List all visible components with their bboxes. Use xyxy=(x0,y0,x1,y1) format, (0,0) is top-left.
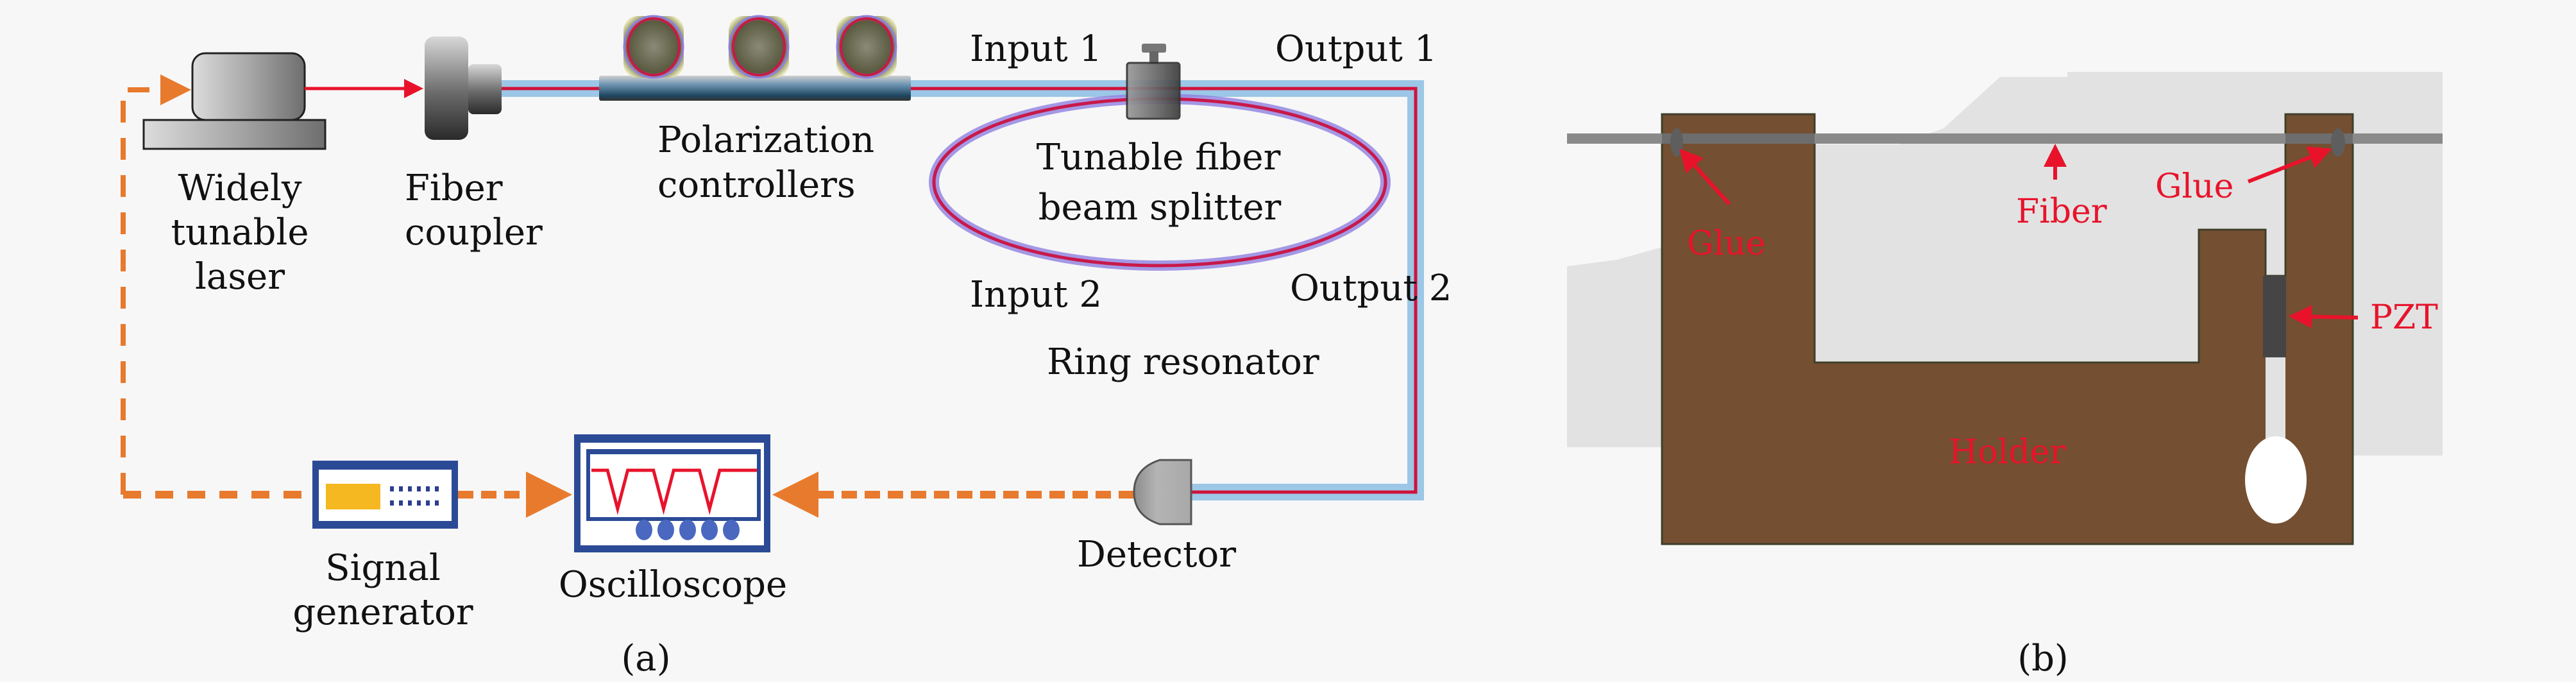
electrical-connections xyxy=(121,74,1134,518)
polarization-controllers xyxy=(599,15,911,101)
siggen-buttons xyxy=(390,486,439,506)
flexure-slot xyxy=(2266,357,2285,447)
label-coupler-line2: coupler xyxy=(405,212,543,253)
scope-trace xyxy=(591,468,757,515)
splitter-knob-stem xyxy=(1149,51,1158,64)
label-coupler-line1: Fiber xyxy=(405,167,503,209)
label-input-1: Input 1 xyxy=(970,28,1102,70)
panel-a-labels: Widely tunable laser Fiber coupler Polar… xyxy=(171,28,1452,679)
siggen-display xyxy=(326,484,380,509)
widely-tunable-laser xyxy=(142,52,423,150)
signal-generator xyxy=(312,461,458,529)
label-glue-left: Glue xyxy=(1687,225,1765,263)
oscilloscope xyxy=(574,434,770,552)
pc-bar xyxy=(599,76,911,101)
scope-knob xyxy=(723,520,740,540)
scope-knob xyxy=(636,520,652,540)
pc-paddle xyxy=(728,15,790,79)
ring-resonator-fiber-core xyxy=(932,97,1387,268)
scope-knobs xyxy=(636,520,740,540)
pzt-block xyxy=(2263,276,2286,357)
panel-a-tag: (a) xyxy=(621,638,670,679)
label-oscilloscope: Oscilloscope xyxy=(559,564,787,606)
panel-b: Glue Fiber Glue PZT Holder (b) xyxy=(1567,72,2443,679)
detector-body xyxy=(1133,459,1192,525)
coupler-barrel xyxy=(468,64,502,114)
label-output-2: Output 2 xyxy=(1290,268,1452,309)
dashed-feedback-line xyxy=(121,74,191,495)
scope-knob xyxy=(701,520,718,540)
label-pc-line1: Polarization xyxy=(657,119,874,161)
splitter-body xyxy=(1126,62,1181,120)
arrow-pzt xyxy=(2289,305,2359,328)
pc-paddle xyxy=(836,15,897,79)
laser-head xyxy=(191,52,306,121)
fiber-core xyxy=(501,87,1418,494)
panel-a: Widely tunable laser Fiber coupler Polar… xyxy=(121,15,1452,679)
label-siggen-line1: Signal xyxy=(325,547,440,589)
scope-knob xyxy=(657,520,674,540)
splitter-knob-cap xyxy=(1142,44,1166,53)
label-fiber: Fiber xyxy=(2016,192,2107,231)
arrow-glue-right xyxy=(2247,146,2332,183)
label-siggen-line2: generator xyxy=(292,592,473,633)
label-ring-resonator: Ring resonator xyxy=(1047,341,1319,383)
label-pc-line2: controllers xyxy=(657,164,856,206)
scope-screen xyxy=(590,454,757,517)
fiber-over-left-post xyxy=(1662,133,1815,144)
label-splitter-line1: Tunable fiber xyxy=(1037,137,1281,178)
flexure-hole xyxy=(2245,436,2307,524)
panel-b-tag: (b) xyxy=(2017,638,2069,679)
label-laser-line3: laser xyxy=(195,256,285,298)
label-input-2: Input 2 xyxy=(970,274,1102,316)
label-detector: Detector xyxy=(1077,534,1236,575)
fiber-coupler xyxy=(425,37,502,140)
detector xyxy=(1133,459,1192,525)
tunable-fiber-beam-splitter xyxy=(1126,44,1181,120)
pc-paddle xyxy=(623,15,684,79)
laser-base xyxy=(142,119,326,150)
label-laser-line1: Widely xyxy=(178,167,301,209)
arrow-glue-left xyxy=(1679,148,1731,206)
scope-knob xyxy=(679,520,696,540)
glue-right xyxy=(2331,128,2345,157)
label-pzt: PZT xyxy=(2370,298,2438,337)
label-output-1: Output 1 xyxy=(1275,28,1437,70)
annotations xyxy=(1679,144,2359,328)
label-holder: Holder xyxy=(1949,433,2065,472)
label-laser-line2: tunable xyxy=(171,212,309,253)
coupler-disk xyxy=(425,37,468,140)
label-splitter-line2: beam splitter xyxy=(1038,187,1282,228)
label-glue-right: Glue xyxy=(2155,167,2233,206)
